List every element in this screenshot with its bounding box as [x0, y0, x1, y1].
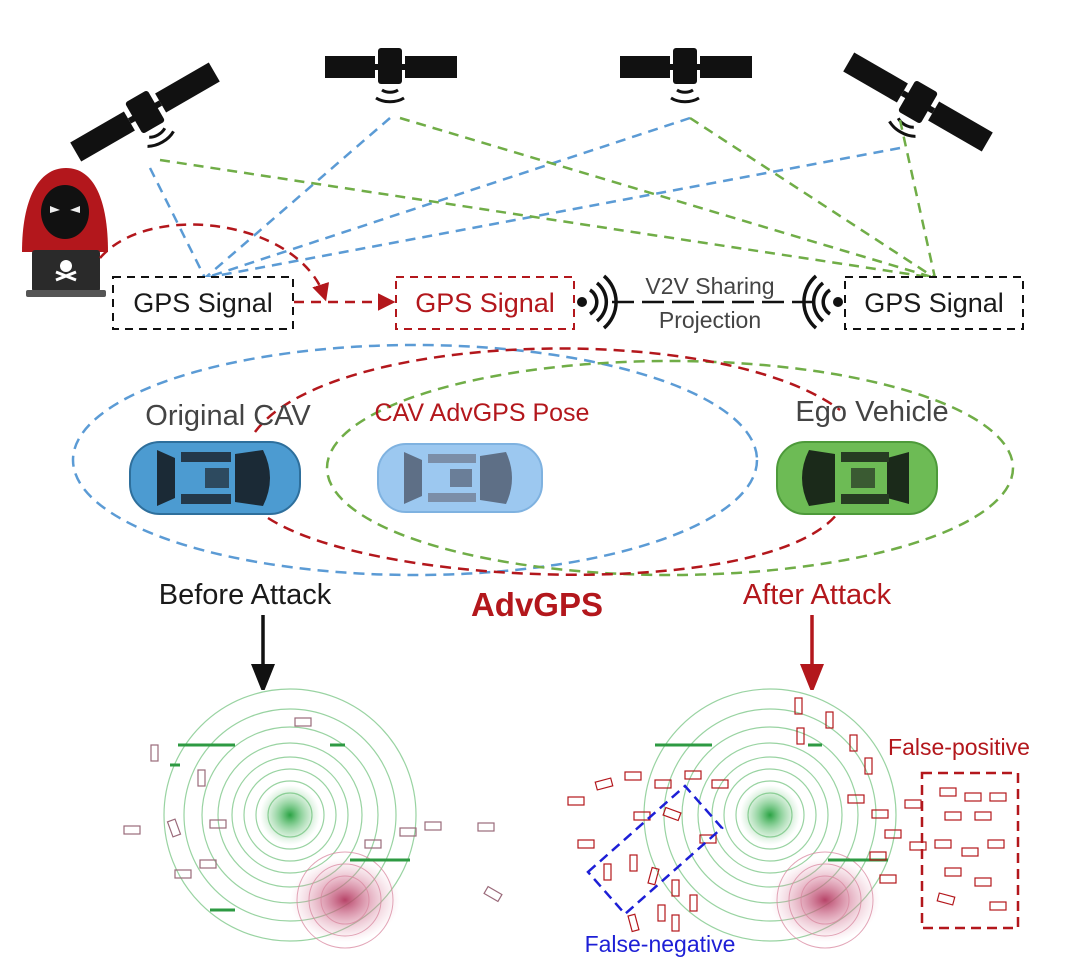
link-blue: [204, 146, 901, 280]
gps-signal-label-left: GPS Signal: [133, 288, 273, 318]
false-negative-region: [586, 784, 724, 916]
satellite-icon: [843, 52, 993, 152]
link-green: [689, 116, 936, 280]
point-cloud-before: [85, 688, 525, 949]
satellite-icon: [620, 48, 752, 104]
link-green: [898, 119, 937, 279]
false-negative-label: False-negative: [585, 931, 736, 957]
hacker-icon: [22, 168, 108, 297]
after-attack-label: After Attack: [743, 579, 892, 611]
satellite-icon: [70, 62, 220, 162]
link-blue: [204, 117, 391, 279]
attack-range-arc: [267, 509, 842, 576]
gps-signal-box-middle: [395, 276, 575, 330]
ego-vehicle-car-icon: [776, 441, 938, 515]
v2v-sharing-label: V2V Sharing: [645, 273, 774, 299]
after-arrow: [800, 615, 824, 694]
gps-signal-box-right: [844, 276, 1024, 330]
link-green: [399, 116, 936, 280]
adv-pose-car-icon: [377, 443, 543, 513]
gps-signal-label-middle: GPS Signal: [415, 288, 555, 318]
projection-label: Projection: [659, 307, 761, 333]
wifi-signal-icon: [577, 274, 618, 330]
original-cav-car-icon: [129, 441, 301, 515]
method-label: AdvGPS: [471, 586, 603, 623]
gps-signal-label-right: GPS Signal: [864, 288, 1004, 318]
point-cloud-after: [560, 688, 1030, 949]
before-attack-label: Before Attack: [159, 579, 332, 611]
link-blue: [204, 116, 691, 280]
ego-vehicle-label: Ego Vehicle: [795, 396, 948, 428]
adv-pose-label: CAV AdvGPS Pose: [375, 399, 590, 427]
attack-range-arc: [253, 347, 841, 433]
satellite-icon: [325, 48, 457, 104]
ego-vehicle-range: [325, 359, 1015, 577]
original-cav-label: Original CAV: [145, 400, 311, 432]
satellite-links: [148, 116, 937, 280]
attack-curve: [99, 223, 330, 302]
original-cav-range: [71, 343, 759, 577]
before-arrow: [251, 615, 275, 694]
link-green: [159, 158, 936, 280]
false-positive-region: [920, 771, 1020, 930]
false-positive-label: False-positive: [888, 734, 1030, 760]
gps-signal-box-left: [112, 276, 294, 330]
link-blue: [148, 167, 207, 279]
